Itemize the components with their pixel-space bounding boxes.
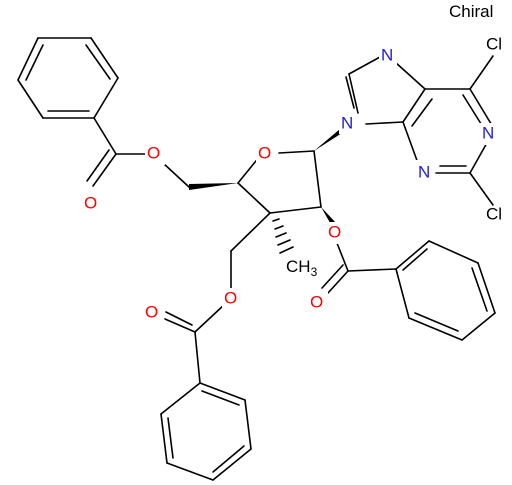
bond: [477, 262, 496, 314]
atom-n1: N: [482, 123, 494, 142]
label-bg: [326, 222, 346, 244]
bond: [395, 268, 410, 319]
bond: [167, 417, 174, 459]
atom-o3-ester: O: [224, 288, 237, 307]
atom-cl6: Cl: [486, 34, 502, 53]
bond: [279, 246, 294, 254]
label-bg: [256, 143, 276, 165]
atom-o5-ester: O: [147, 143, 160, 162]
bond: [272, 218, 280, 222]
label-bg: [308, 292, 328, 314]
atom-n9: N: [341, 113, 353, 132]
label-bg: [145, 143, 165, 165]
bond: [269, 206, 322, 214]
bond: [237, 182, 271, 214]
atom-o2-carbonyl: O: [310, 292, 323, 311]
bond: [86, 149, 110, 182]
bond: [90, 37, 119, 79]
bond: [85, 44, 111, 80]
methyl-subscript: 3: [311, 265, 318, 279]
bond: [164, 318, 196, 333]
bond: [348, 73, 359, 114]
label-bg: [339, 112, 357, 134]
bond: [469, 55, 494, 90]
bond: [17, 37, 39, 81]
atom-o5-carbonyl: O: [84, 193, 97, 212]
label-bg: [82, 193, 102, 215]
bond: [471, 267, 488, 312]
bond: [212, 448, 252, 481]
bond: [313, 150, 322, 208]
bonds: [17, 37, 496, 481]
bond: [165, 311, 193, 326]
bond: [414, 312, 459, 332]
bond: [160, 382, 201, 415]
bond: [428, 240, 479, 264]
bond: [201, 390, 240, 406]
bond: [93, 77, 119, 119]
bond: [327, 270, 349, 294]
wedge-bond: [314, 129, 342, 151]
atom-o2-ester: O: [328, 222, 341, 241]
bond: [347, 268, 397, 272]
bond: [275, 232, 287, 238]
bond: [461, 312, 496, 341]
bond: [402, 121, 420, 167]
bond: [321, 264, 344, 289]
bond: [212, 445, 245, 473]
bond: [199, 382, 246, 401]
atom-o3-carbonyl: O: [145, 302, 158, 321]
bond: [348, 56, 381, 75]
label-bg: [222, 288, 242, 310]
label-bg: [143, 302, 163, 324]
bond: [462, 94, 484, 128]
bond: [469, 88, 494, 128]
atom-cl2: Cl: [486, 204, 502, 223]
bond: [394, 61, 426, 90]
bond: [92, 153, 117, 187]
atom-n3: N: [418, 162, 430, 181]
bond: [278, 150, 315, 154]
bond: [395, 240, 430, 270]
methyl-ch: CH: [286, 257, 311, 276]
bond: [402, 88, 426, 123]
chiral-flag: Chiral: [449, 2, 494, 21]
wedge-bond: [189, 183, 238, 190]
label-bg: [416, 160, 434, 182]
bond: [244, 399, 252, 450]
bond: [411, 98, 433, 127]
atom-o-ring: O: [258, 143, 271, 162]
bond: [230, 212, 271, 252]
bond: [162, 162, 190, 188]
bond: [274, 225, 284, 230]
label-bg: [478, 123, 496, 145]
bond: [194, 303, 226, 333]
bond: [277, 239, 291, 246]
bond: [25, 44, 44, 81]
bond: [402, 248, 428, 271]
bond: [17, 79, 44, 119]
bond: [469, 172, 494, 206]
bond: [365, 121, 404, 125]
atom-methyl: CH3: [286, 257, 318, 279]
atom-n7: N: [381, 45, 393, 64]
bond: [160, 413, 168, 464]
bond: [469, 140, 489, 174]
bond: [408, 317, 463, 341]
bond: [93, 117, 117, 155]
bond: [345, 76, 355, 109]
atom-labels: N N N N Cl Cl O O O O O O O CH3: [82, 34, 502, 324]
bond: [194, 331, 201, 384]
label-bg: [379, 45, 397, 67]
bond: [166, 462, 214, 481]
